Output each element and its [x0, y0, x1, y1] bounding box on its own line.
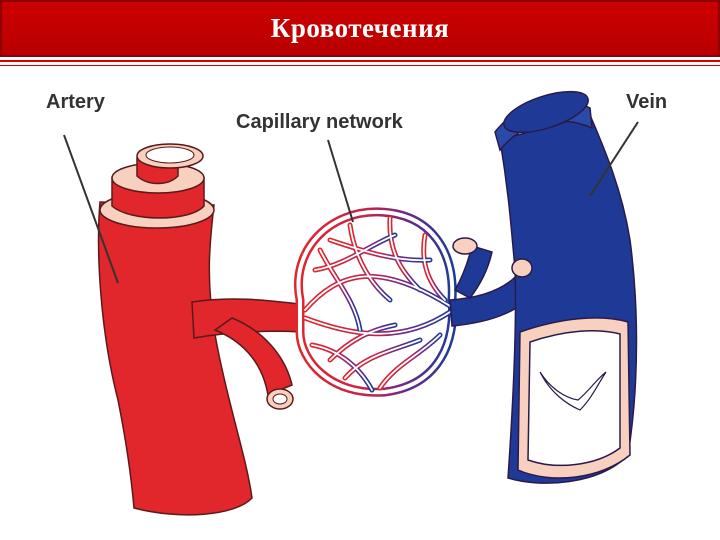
title-underline [0, 60, 720, 62]
title-bar: Кровотечения [0, 0, 720, 57]
vein-label-line [589, 121, 639, 197]
slide-title: Кровотечения [270, 13, 450, 43]
vein-label: Vein [626, 91, 667, 113]
artery-label: Artery [46, 91, 106, 113]
capillary-network [294, 207, 458, 397]
artery-label-line [63, 134, 119, 284]
capillary-network-label: Capillary network [236, 111, 404, 133]
title-underline-thin [0, 65, 720, 66]
blood-vessel-diagram: Artery Capillary network Vein [46, 90, 667, 516]
capillary-label-line [327, 139, 354, 223]
vein [449, 90, 638, 484]
label-lines [63, 121, 639, 284]
artery [97, 143, 303, 516]
